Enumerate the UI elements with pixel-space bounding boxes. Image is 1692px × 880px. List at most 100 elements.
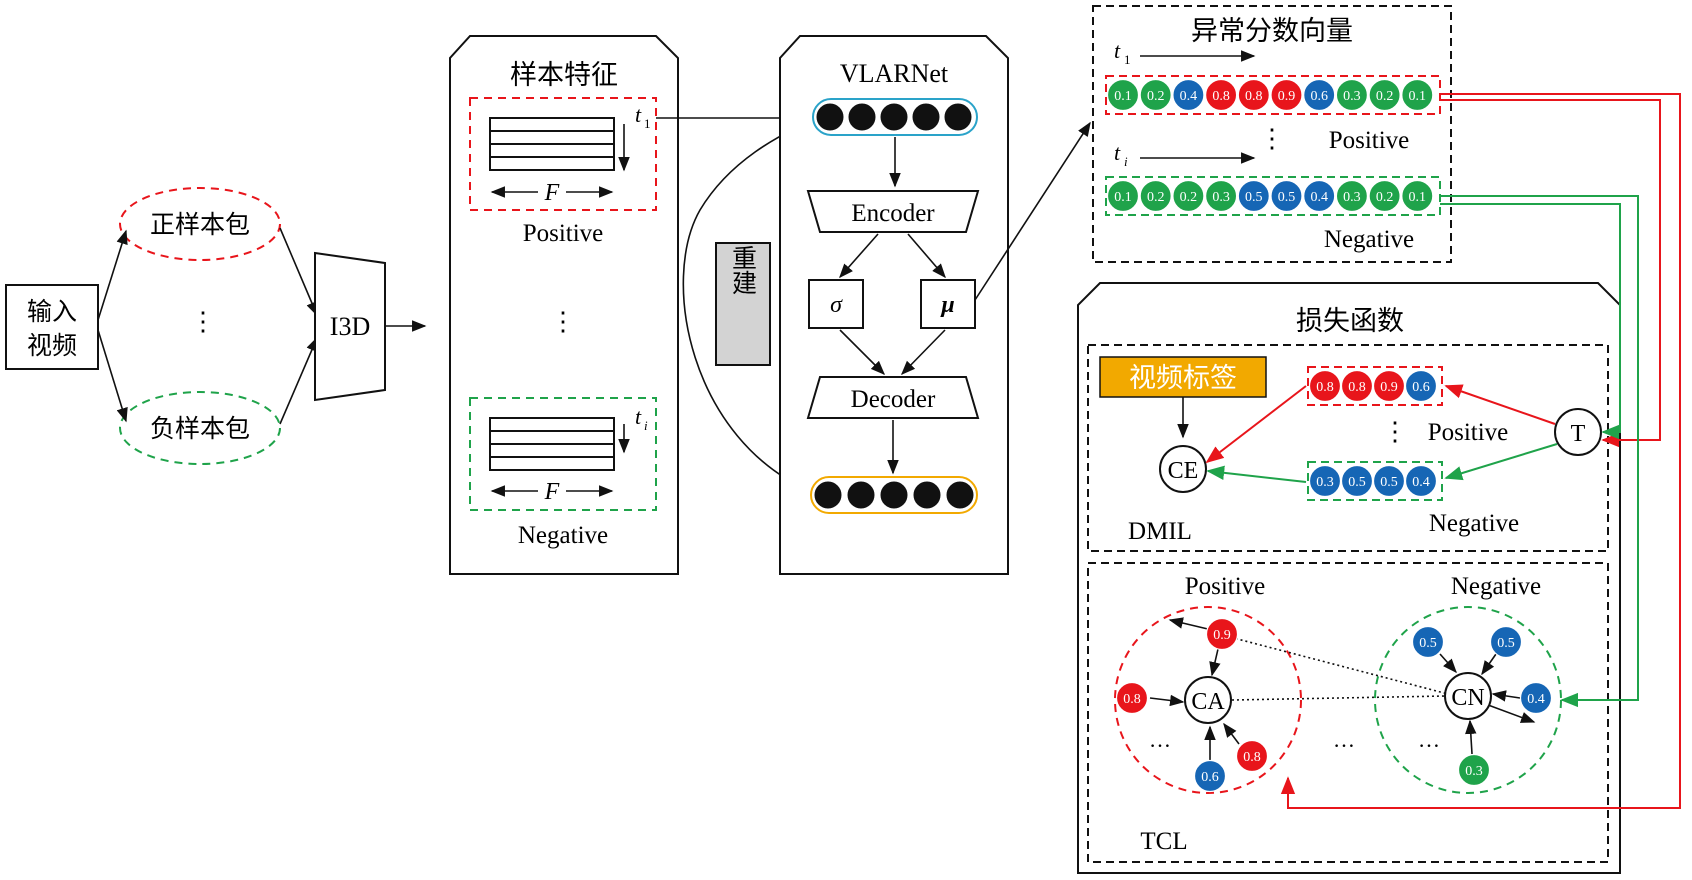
i3d-label: I3D [330,312,370,341]
cn-node: CN [1444,672,1492,720]
decoder-label: Decoder [851,386,936,413]
score-ball-value: 0.1 [1409,89,1427,104]
network-node [912,480,942,510]
scores-positive-label: Positive [1329,127,1410,154]
score-ball: 0.8 [1204,78,1238,112]
tcl-edge [1465,719,1477,755]
score-ball-circle [1106,78,1140,112]
features-title: 样本特征 [510,60,618,91]
network-node [815,102,845,132]
score-ball-circle [1368,179,1401,213]
positive-cluster [1114,606,1302,794]
mu-label: μ [939,292,954,318]
positive-t1-sub: 1 [644,116,651,131]
score-ball-circle [1237,179,1270,213]
score-ball: 0.5 [1489,625,1523,659]
vlarnet-title: VLARNet [840,59,949,88]
score-ball-value: 0.2 [1376,89,1394,104]
positive-t1: t [635,102,642,127]
score-ball: 0.5 [1411,625,1445,659]
tcl-edge [1481,653,1497,676]
score-ball-value: 0.3 [1316,475,1334,490]
score-ball-value: 0.5 [1419,636,1437,651]
mu-to-scores-arrow [974,121,1091,301]
tcl-dotted-links [1225,635,1449,701]
score-ball: 0.9 [1372,369,1406,403]
score-ball: 0.8 [1237,78,1270,112]
loss-title: 损失函数 [1296,306,1404,337]
score-ball: 0.4 [1303,179,1336,213]
score-ball-value: 0.1 [1114,190,1132,205]
score-ball-circle [1204,78,1238,112]
decoder-block: Decoder [806,376,980,419]
score-ball-circle [1404,464,1438,498]
score-ball-value: 0.6 [1310,89,1328,104]
features-panel: 样本特征 t 1 F Positive ⋮ t i F Negative [449,35,679,575]
tcl-positive-nodes: 0.9 0.8 0.8 0.6 [1115,617,1269,793]
score-ball-value: 0.1 [1409,190,1427,205]
scores-t1-sub: 1 [1124,52,1131,67]
positive-feature-matrix [489,117,615,171]
score-ball-circle [1270,179,1303,213]
dmil-section [1087,344,1609,552]
scores-title: 异常分数向量 [1191,16,1353,47]
score-ball-value: 0.9 [1278,89,1296,104]
score-ball-value: 0.5 [1497,636,1515,651]
score-ball: 0.2 [1172,179,1205,213]
dmil-negative-label: Negative [1429,510,1519,537]
scores-t1: t [1114,38,1121,63]
tcl-section [1087,562,1609,863]
score-ball-value: 0.2 [1180,190,1198,205]
reconstruct-label: 重建 [729,245,758,295]
network-node [846,480,876,510]
network-node [945,480,975,510]
score-ball-value: 0.6 [1412,380,1430,395]
network-node [943,102,973,132]
score-ball-circle [1411,625,1445,659]
score-ball: 0.5 [1237,179,1270,213]
score-ball: 0.6 [1193,759,1227,793]
features-negative-label: Negative [518,522,608,549]
score-ball: 0.3 [1335,179,1369,213]
vlarnet-panel: VLARNet Encoder σ μ Decoder [779,35,1009,575]
score-ball-circle [1372,369,1406,403]
score-ball-value: 0.4 [1412,475,1430,490]
reconstruct-box: 重建 [715,242,771,366]
dmil-name: DMIL [1128,518,1192,545]
tcl-edge [1223,722,1240,745]
t-node: T [1554,408,1602,456]
encoder-label: Encoder [851,200,935,227]
score-ball: 0.1 [1106,78,1140,112]
ce-node: CE [1159,445,1207,493]
score-ball: 0.3 [1308,464,1342,498]
negative-ti-sub: i [644,418,648,433]
score-ball-value: 0.8 [1123,692,1141,707]
positive-feature-box [469,97,657,211]
negative-topk-box [1307,461,1443,501]
cn-label: CN [1451,685,1484,711]
tcl-edge [1491,690,1521,702]
score-ball: 0.6 [1404,369,1438,403]
tcl-edge [1168,617,1213,631]
score-ball-value: 0.2 [1147,190,1165,205]
score-ball-circle [1115,681,1149,715]
score-ball: 0.9 [1270,78,1303,112]
score-ball: 0.1 [1401,78,1434,112]
score-ball: 0.8 [1308,369,1342,403]
positive-topk-box [1307,366,1443,406]
input-label-line2: 视频 [27,331,77,360]
score-ball-value: 0.9 [1213,628,1231,643]
score-ball-value: 0.2 [1147,89,1165,104]
positive-F: F [544,180,560,206]
score-ball-circle [1519,681,1553,715]
score-ball-circle [1368,78,1401,112]
score-ball-value: 0.4 [1310,190,1328,205]
tcl-edge [1149,694,1185,707]
score-ball-value: 0.8 [1243,750,1261,765]
vlarnet-output-layer [810,476,978,514]
